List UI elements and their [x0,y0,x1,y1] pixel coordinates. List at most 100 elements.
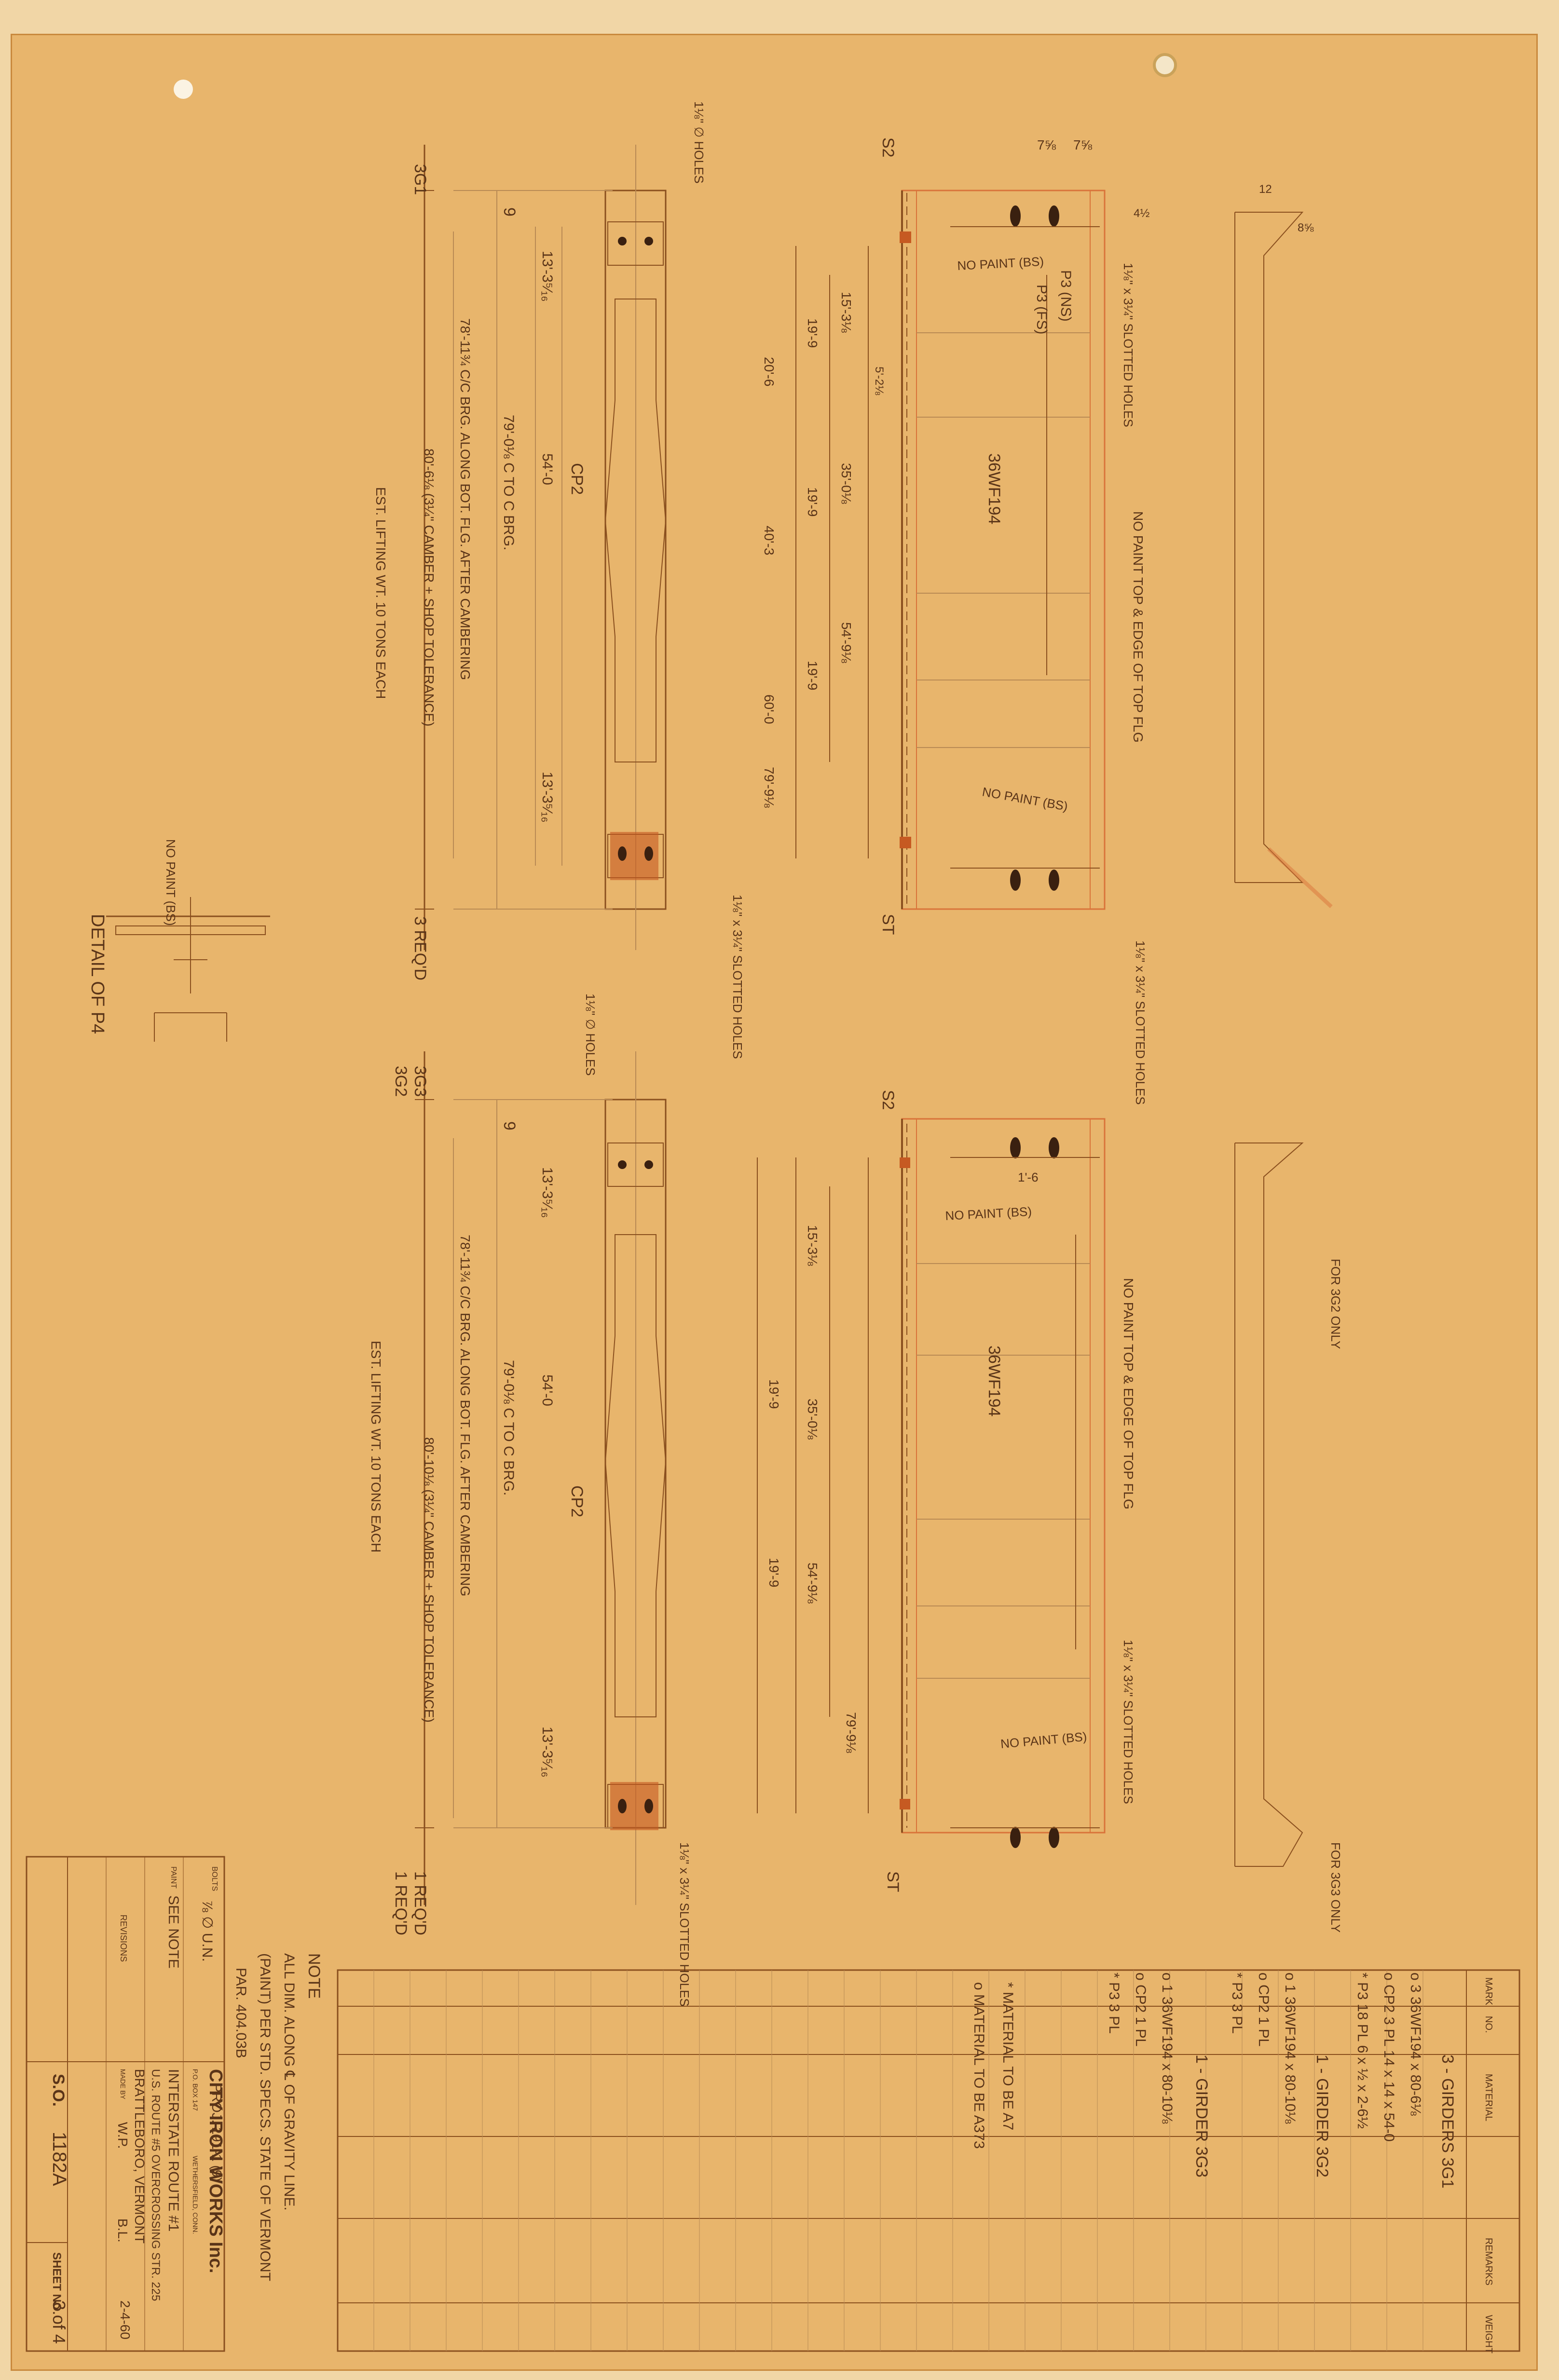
label-dim-9-a: 9 [500,207,519,217]
title-block [26,1856,225,2352]
tb-project1: INTERSTATE ROUTE #1 [165,2069,181,2231]
label-p3-ns: P3 (NS) [1058,270,1074,322]
tb-paint-value: SEE NOTE [165,1895,181,1969]
label-dim-7-5-8-b: 7⅝ [1073,137,1093,152]
label-cp2-2: CP2 [568,1485,586,1517]
note-line1: ALL DIM. ALONG ℄ OF GRAVITY LINE. [281,1953,297,2211]
tb-revisions: REVISIONS [119,1915,128,1962]
label-dim-12: 12 [1259,183,1272,196]
bom-group1-row3: * P3 18 PL 6 x ½ x 2-6½ [1354,1972,1370,2129]
tb-sheet-value: 3 of 4 [49,2300,69,2344]
label-dim-35: 35'-0⅛ [839,463,854,504]
label-dim-54-b: 54'-0 [539,1374,555,1406]
tb-bolts-value: ⅞ ∅ U.N. [199,1900,215,1962]
label-dim-13-c: 13'-3⁵⁄₁₆ [539,1167,555,1218]
bom-header-mark: MARK [1483,1977,1494,2005]
label-dim-40-3: 40'-3 [762,526,777,555]
girder-3g2-plan [415,1051,667,1905]
bom-group1-row2: o CP2 3 PL 14 x 14 x 54-0 [1381,1972,1397,2142]
label-dim-80-a: 80'-6⅛ (3¼" CAMBER + SHOP TOLERANCE) [422,449,437,726]
label-no-paint-top-1: NO PAINT TOP & EDGE OF TOP FLG [1131,511,1146,743]
label-dim-19-9-d: 19'-9 [766,1379,781,1409]
grommet [1153,53,1177,77]
bom-group3-row3: * P3 3 PL [1106,1972,1122,2034]
label-dim-7-5-8-a: 7⅝ [1037,137,1056,152]
bom-group2-row1: o 1 36WF194 x 80-10⅛ [1282,1972,1298,2124]
label-dim-20-6: 20'-6 [762,357,777,386]
girder-3g1-plan [415,145,667,950]
label-dim-78-b: 78'-11¾ C/C BRG. ALONG BOT. FLG. AFTER C… [458,1235,473,1596]
detail-p4 [106,897,270,1042]
label-dim-19-9-e: 19'-9 [766,1558,781,1587]
note-line4: PROJ. 191-1 (9) [209,2083,224,2182]
label-dim-35-b: 35'-0⅛ [805,1399,820,1440]
label-for-3g2: FOR 3G2 ONLY [1328,1259,1343,1349]
bom-header-remarks: REMARKS [1483,2238,1494,2285]
bom-group2-row2: o CP2 1 PL [1256,1972,1272,2046]
label-dim-15-b: 15'-3⅛ [805,1225,820,1266]
label-dim-60-0: 60'-0 [762,694,777,724]
note-line3: PAR. 404.03B [233,1968,249,2058]
label-dim-4-5: 4½ [1134,207,1149,220]
tb-sheet-label: SHEET NO. [50,2252,63,2314]
drawing-sheet [11,34,1538,2371]
label-no-paint-bs-2: NO PAINT (BS) [981,784,1069,814]
girder-3g2-elevation [757,1118,1304,1867]
label-for-3g3: FOR 3G3 ONLY [1328,1842,1343,1932]
label-slotted-5: 1⅛" x 3¼" SLOTTED HOLES [677,1842,692,2007]
label-3g3: 3G3 [411,1066,429,1097]
tb-address1: P.O. BOX 147 [191,2069,199,2111]
tb-project3: BRATTLEBORO, VERMONT [132,2069,147,2244]
label-p3-fs: P3 (FS) [1034,285,1050,334]
label-detail-no-paint: NO PAINT (BS) [164,839,178,926]
label-3g2-req: 1 REQ'D [392,1871,410,1935]
label-dim-79: 79'-0⅛ C TO C BRG. [501,415,517,550]
label-dim-8-5-8: 8⅝ [1298,221,1314,234]
label-slotted-1: 1⅛" x 3¼" SLOTTED HOLES [1121,263,1135,427]
punch-hole [174,80,193,99]
tb-checked-by: B.L. [115,2218,130,2243]
label-dim-54-9-b: 54'-9⅛ [805,1563,820,1604]
tb-so-value: 1182A [49,2132,70,2186]
label-dim-19-9-c: 19'-9 [805,661,820,690]
bom-note-a7: * MATERIAL TO BE A7 [1000,1982,1016,2130]
label-est-lift-1: EST. LIFTING WT. 10 TONS EACH [373,487,388,699]
label-no-paint-bs-1: NO PAINT (BS) [957,254,1044,273]
label-slotted-3: 1⅛" x 3¼" SLOTTED HOLES [730,895,745,1059]
label-no-paint-bs-3: NO PAINT (BS) [945,1204,1032,1223]
girder-3g1-elevation [795,190,1333,910]
tb-project2: U.S. ROUTE #5 OVERCROSSING STR. 225 [149,2069,162,2301]
note-title: NOTE [305,1953,323,1999]
bom-group1-row1: o 3 36WF194 x 80-6⅛ [1408,1972,1423,2116]
label-dim-13-b: 13'-3⁵⁄₁₆ [539,772,555,822]
bill-of-material-table [337,1969,1520,2352]
bom-header-no: NO. [1483,2016,1494,2033]
label-dim-19-9-b: 19'-9 [805,487,820,517]
label-dim-13-a: 13'-3⁵⁄₁₆ [539,251,555,301]
label-dim-79-9-b: 79'-9⅛ [844,1712,859,1753]
tb-made-by-label: MADE BY [119,2069,127,2100]
label-slotted-4: 1⅛" x 3¼" SLOTTED HOLES [1121,1640,1135,1804]
tb-address2: WETHERSFIELD, CONN. [191,2156,199,2234]
label-cp2-1: CP2 [568,463,586,495]
label-dim-9-b: 9 [500,1121,519,1130]
label-st-1: ST [879,914,897,935]
note-line2: (PAINT) PER STD. SPECS. STATE OF VERMONT [257,1953,273,2281]
label-dim-15: 15'-3⅛ [839,292,854,333]
bom-header-material: MATERIAL [1483,2074,1494,2122]
bom-group1-title: 3 - GIRDERS 3G1 [1438,2054,1457,2189]
bom-note-a373: o MATERIAL TO BE A373 [971,1982,987,2149]
label-dim-19-9-a: 19'-9 [805,318,820,348]
label-dim-54-9: 54'-9⅛ [839,622,854,663]
label-beam-2: 36WF194 [985,1346,1003,1416]
label-dim-78: 78'-11¾ C/C BRG. ALONG BOT. FLG. AFTER C… [458,318,473,680]
label-beam-1: 36WF194 [985,453,1003,524]
tb-paint-label: PAINT [169,1866,178,1889]
label-dim-54: 54'-0 [539,453,555,485]
label-holes-1: 1⅛" ∅ HOLES [692,101,706,184]
label-holes-2: 1⅛" ∅ HOLES [583,993,598,1076]
label-st-2: ST [884,1871,902,1892]
label-3g2: 3G2 [392,1066,410,1097]
label-no-paint-bs-4: NO PAINT (BS) [1000,1729,1088,1751]
